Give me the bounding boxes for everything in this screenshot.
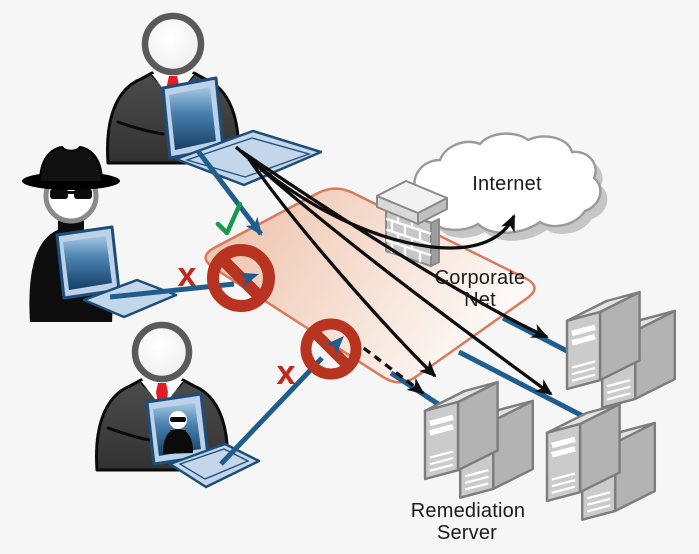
traffic-to-server-topright <box>240 149 549 339</box>
internet-cloud-icon: Internet <box>413 132 608 241</box>
corporate-net-label-line1: Corporate <box>435 267 526 289</box>
cloud-shape <box>413 132 602 234</box>
traffic-lines <box>234 145 553 396</box>
blocked-arrowhead-infected <box>325 336 344 355</box>
blocked-x-infected: x <box>277 354 296 392</box>
traffic-to-internet <box>234 145 516 250</box>
employee-top-head <box>141 12 205 76</box>
employee-top-access-arrow <box>196 149 263 236</box>
employee-infected <box>95 321 261 489</box>
attacker-hat-icon <box>22 145 120 190</box>
employee-top-laptop-keyboard-inner <box>184 137 312 178</box>
attacker-laptop-keyboard <box>82 278 178 319</box>
corporate-net-label-line2: Net <box>464 289 496 311</box>
employee-infected-laptop-keyboard-inner <box>178 448 250 480</box>
server-topright-icon <box>567 292 675 408</box>
prohibition-sign-infected <box>300 318 362 380</box>
employee-infected-head <box>131 321 193 383</box>
employee-top <box>106 12 323 187</box>
server-bottomright-icon <box>547 404 655 520</box>
server-bottomleft-icon <box>425 382 533 498</box>
employee-top-laptop-screen <box>169 87 216 150</box>
employee-infected-arm-line <box>106 426 152 442</box>
prohibition-sign-attacker <box>207 244 275 312</box>
attacker <box>22 145 178 322</box>
remediation-server-label-line1: Remediation <box>411 500 526 522</box>
traffic-to-server-bottomright <box>243 153 553 396</box>
blocked-arrowhead-attacker <box>238 272 259 288</box>
redirect-dashed-arrow <box>352 338 425 395</box>
attacker-laptop-screen <box>63 236 112 290</box>
attacker-sunglasses-icon <box>50 189 92 199</box>
firewall-cap <box>376 180 448 214</box>
hacker-on-screen-icon <box>163 411 193 454</box>
traffic-to-server-bottomleft <box>247 158 437 378</box>
infected-access-line <box>219 356 324 466</box>
blocked-x-attacker: x <box>178 256 197 294</box>
remediation-server-label-line2: Server <box>437 522 497 544</box>
internet-label: Internet <box>472 173 542 195</box>
allowed-check-mark <box>215 201 243 236</box>
corporate-net-zone <box>204 187 536 384</box>
employee-top-arm-line <box>116 120 165 136</box>
